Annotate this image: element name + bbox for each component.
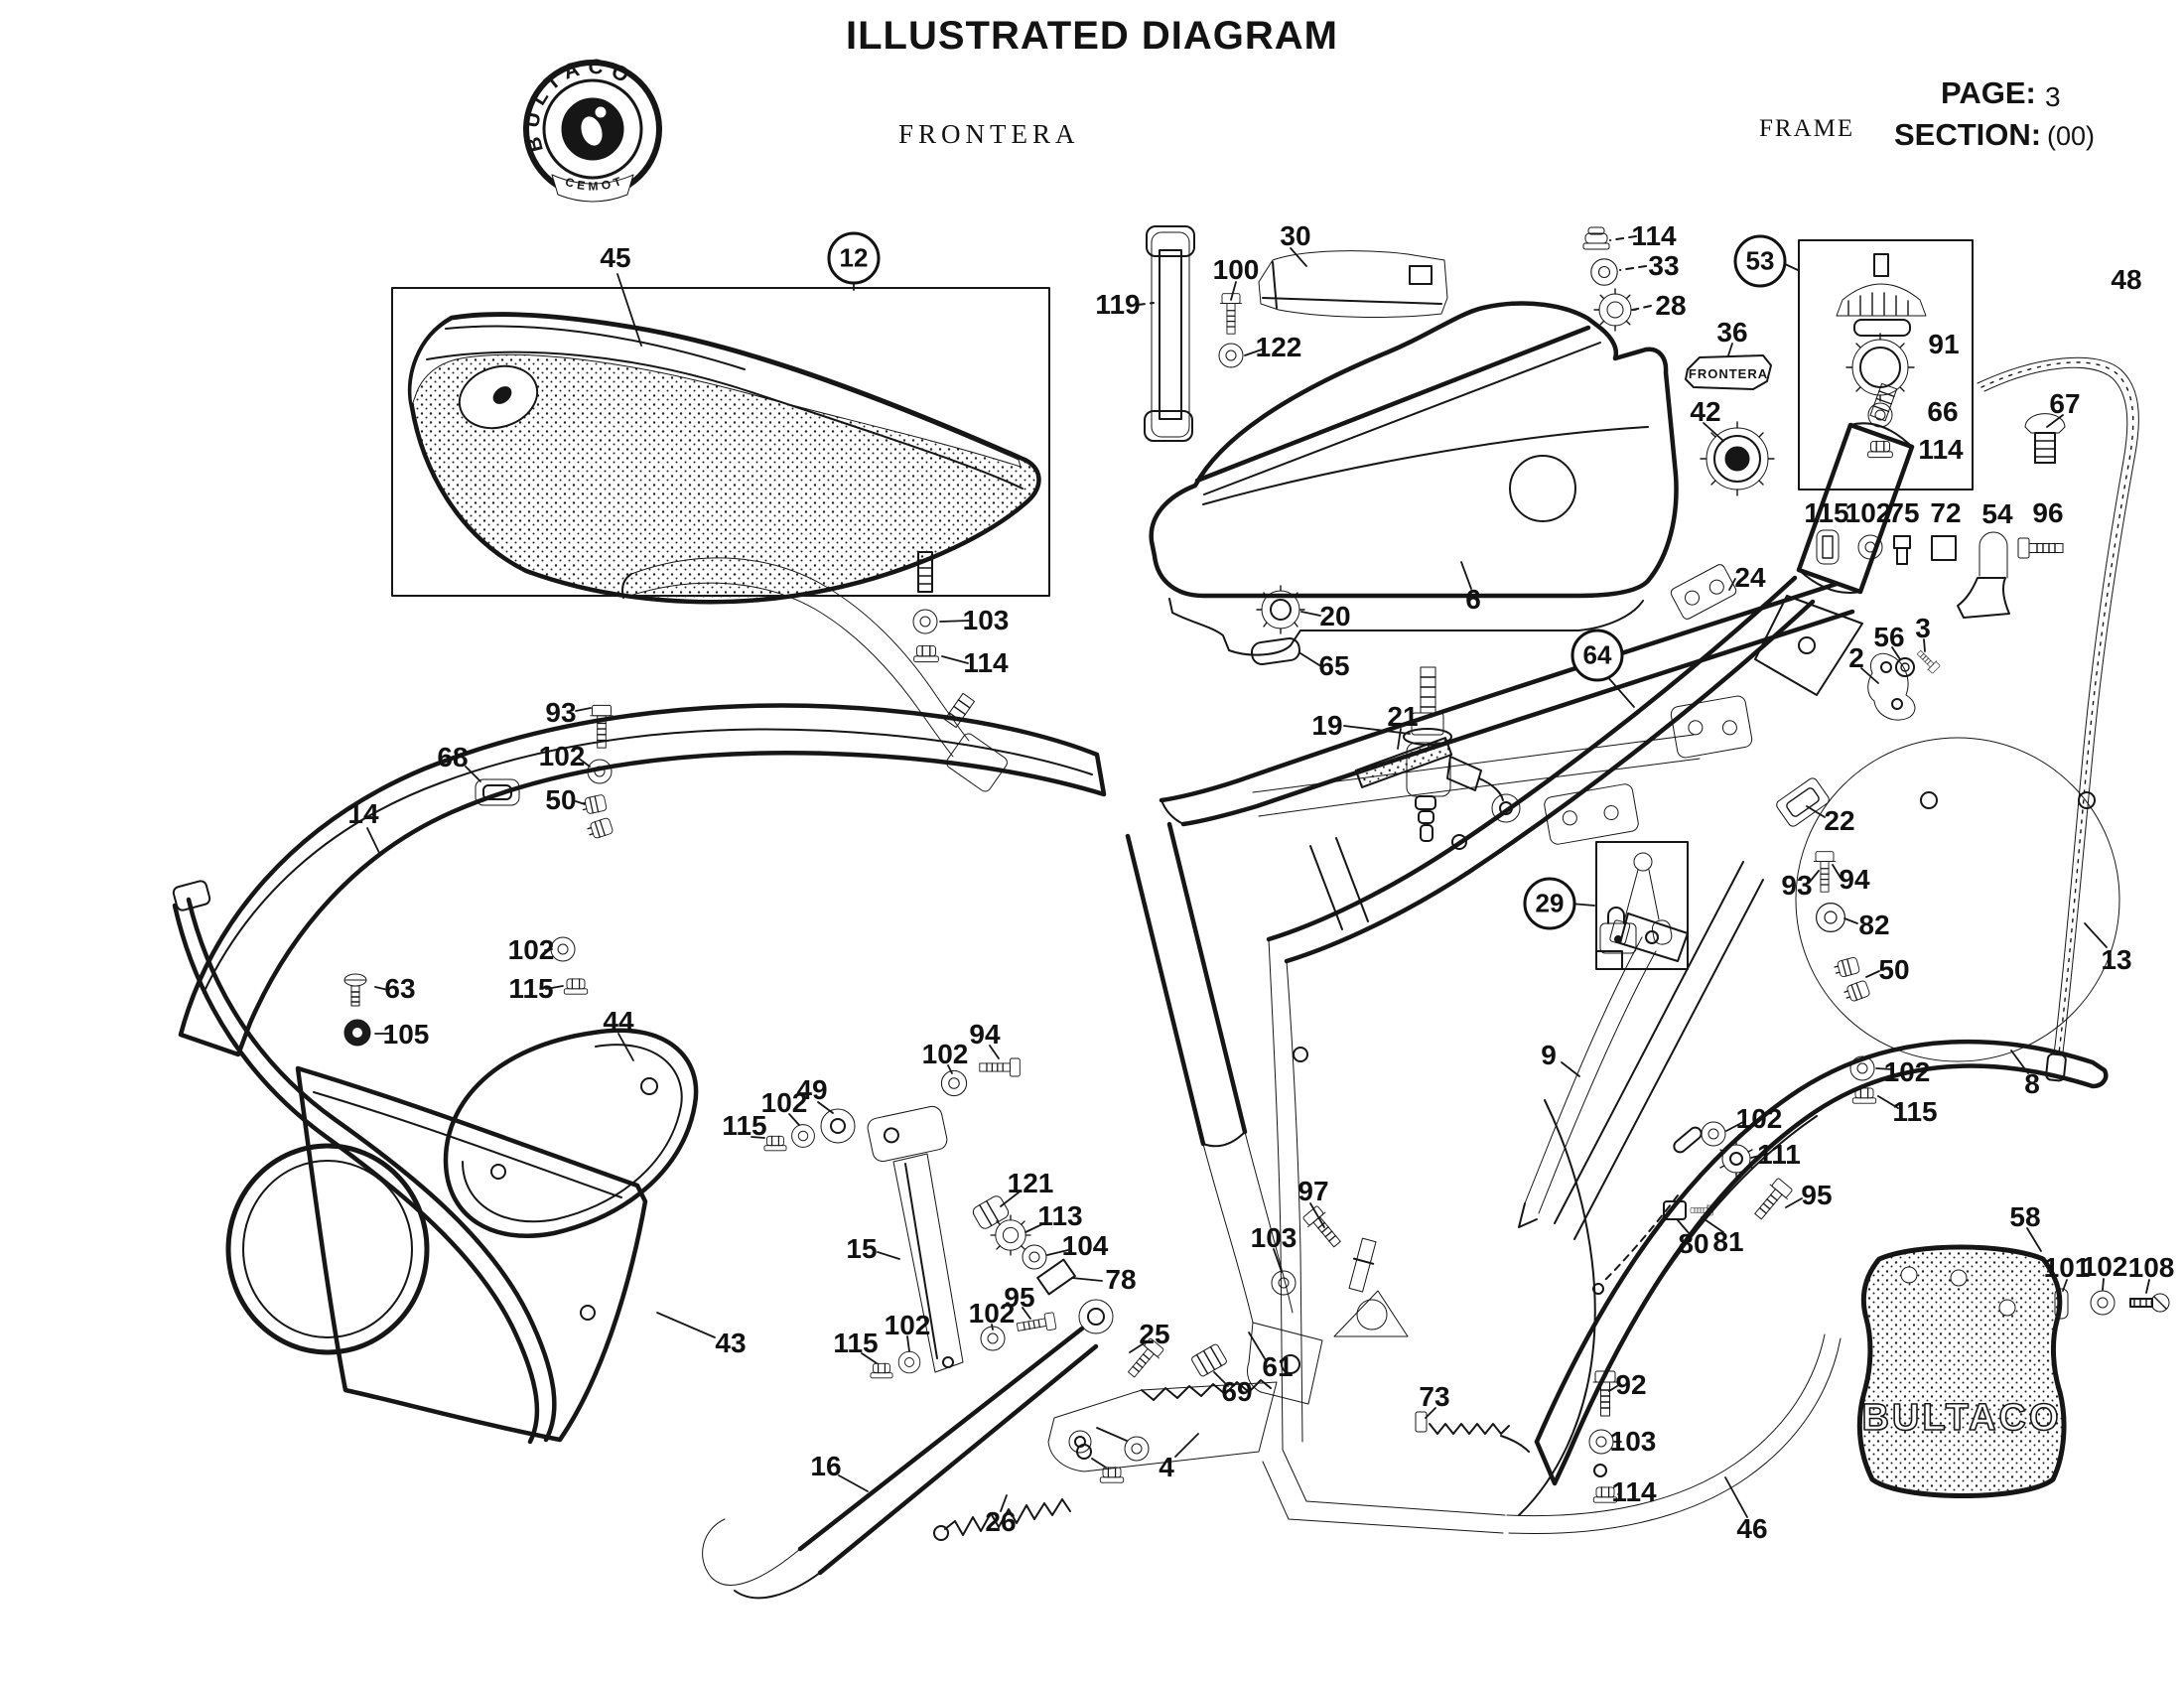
page-title: ILLUSTRATED DIAGRAM	[846, 14, 1338, 58]
badge-text: FRONTERA	[1689, 366, 1768, 381]
left-hardware	[343, 936, 589, 1047]
model-name: FRONTERA	[898, 119, 1080, 149]
side-panels	[172, 880, 699, 1445]
page-number: 3	[2045, 81, 2061, 112]
middle-hardware	[763, 1057, 1347, 1382]
front-fender-group	[178, 557, 1107, 1057]
bultaco-logo: BULTACO CEMOTO	[0, 0, 662, 203]
key-lock-box	[1595, 841, 1689, 970]
cap-kit-box	[1798, 239, 1974, 490]
page-label: PAGE:	[1941, 75, 2036, 110]
number-plate-disc	[1795, 737, 2120, 1062]
fuel-cap	[1700, 421, 1775, 496]
airbox	[1258, 250, 1448, 318]
hardware-row	[1816, 529, 2064, 619]
frame	[1125, 382, 1915, 1534]
section-label: SECTION:	[1894, 117, 2042, 152]
brake-spring	[1415, 1411, 1530, 1453]
section-number: (00)	[2047, 121, 2096, 151]
kickstand-group	[702, 1299, 1114, 1600]
cable-and-plug	[1977, 356, 2139, 1082]
petcock-group	[1250, 585, 1521, 842]
screw-108	[2129, 1293, 2170, 1313]
bultaco-mat: BULTACO	[1856, 1244, 2170, 1498]
seat-assembly-box	[391, 287, 1050, 663]
seat-strap-and-hw	[1144, 225, 1244, 442]
frontera-badge: FRONTERA	[1685, 354, 1772, 390]
rear-group	[1506, 777, 2109, 1534]
footrest-group	[1047, 1379, 1278, 1483]
assembly-name: FRAME	[1759, 115, 1855, 142]
footpeg-group	[1191, 1322, 1323, 1405]
head-brackets	[1670, 564, 1942, 721]
leader-lines	[366, 235, 2150, 1518]
fuel-tank: FRONTERA	[1149, 226, 1775, 656]
mat-text: BULTACO	[1861, 1397, 2061, 1439]
stand-strut	[867, 1105, 964, 1373]
